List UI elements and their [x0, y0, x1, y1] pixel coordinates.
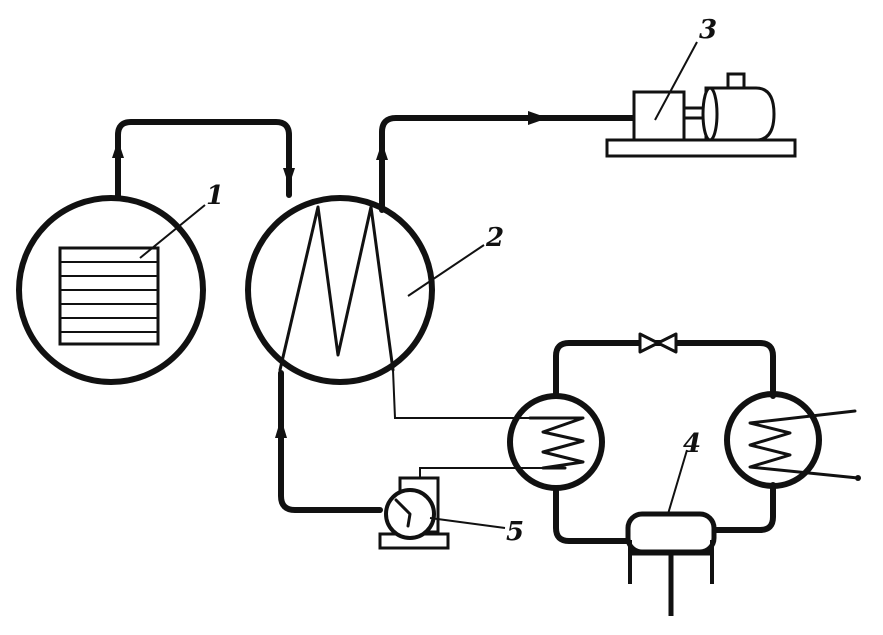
component-5-pump — [378, 476, 450, 550]
loop-bottom-right — [710, 482, 776, 533]
pipe-1-to-2 — [115, 119, 292, 200]
exchanger-right-coil — [748, 409, 860, 480]
unit-3-motor-end — [701, 86, 719, 142]
arrow-up-right — [376, 142, 388, 160]
unit-3-motor — [704, 86, 776, 142]
label-4: 4 — [683, 429, 701, 459]
unit-3-base — [605, 138, 797, 158]
label-2: 2 — [485, 223, 504, 253]
compressor-head — [625, 511, 717, 555]
plate-stack — [58, 246, 160, 346]
component-3-unit — [605, 72, 797, 158]
arrow-down-into-2 — [283, 168, 295, 186]
arrow-up-left — [112, 140, 124, 158]
exchanger-left-coil — [528, 416, 585, 470]
leader-lines — [139, 41, 698, 529]
loop-bottom-left — [553, 487, 631, 544]
heat-exchanger-right — [724, 391, 861, 489]
loop-top — [553, 340, 776, 399]
pipe-2-to-exchanger — [392, 369, 548, 419]
label-3: 3 — [699, 15, 717, 45]
plate-lines — [60, 261, 158, 333]
component-1-vessel — [16, 195, 206, 385]
unit-3-terminal — [726, 72, 746, 90]
label-5: 5 — [506, 517, 524, 547]
arrow-up-into-2 — [275, 418, 287, 438]
unit-3-box — [632, 90, 686, 142]
component-2-vessel — [245, 195, 435, 385]
heat-exchanger-left — [507, 393, 605, 491]
arrow-right-to-3 — [528, 111, 548, 125]
m-coil — [278, 205, 395, 372]
pipe-2-to-3 — [379, 115, 639, 213]
component-4-compressor — [625, 511, 717, 616]
pipe-pump-to-2 — [278, 370, 383, 513]
coil-end-dot — [855, 475, 861, 481]
pump-needle — [394, 498, 412, 528]
throttle-valve-icon — [638, 332, 678, 354]
label-1: 1 — [206, 181, 224, 211]
